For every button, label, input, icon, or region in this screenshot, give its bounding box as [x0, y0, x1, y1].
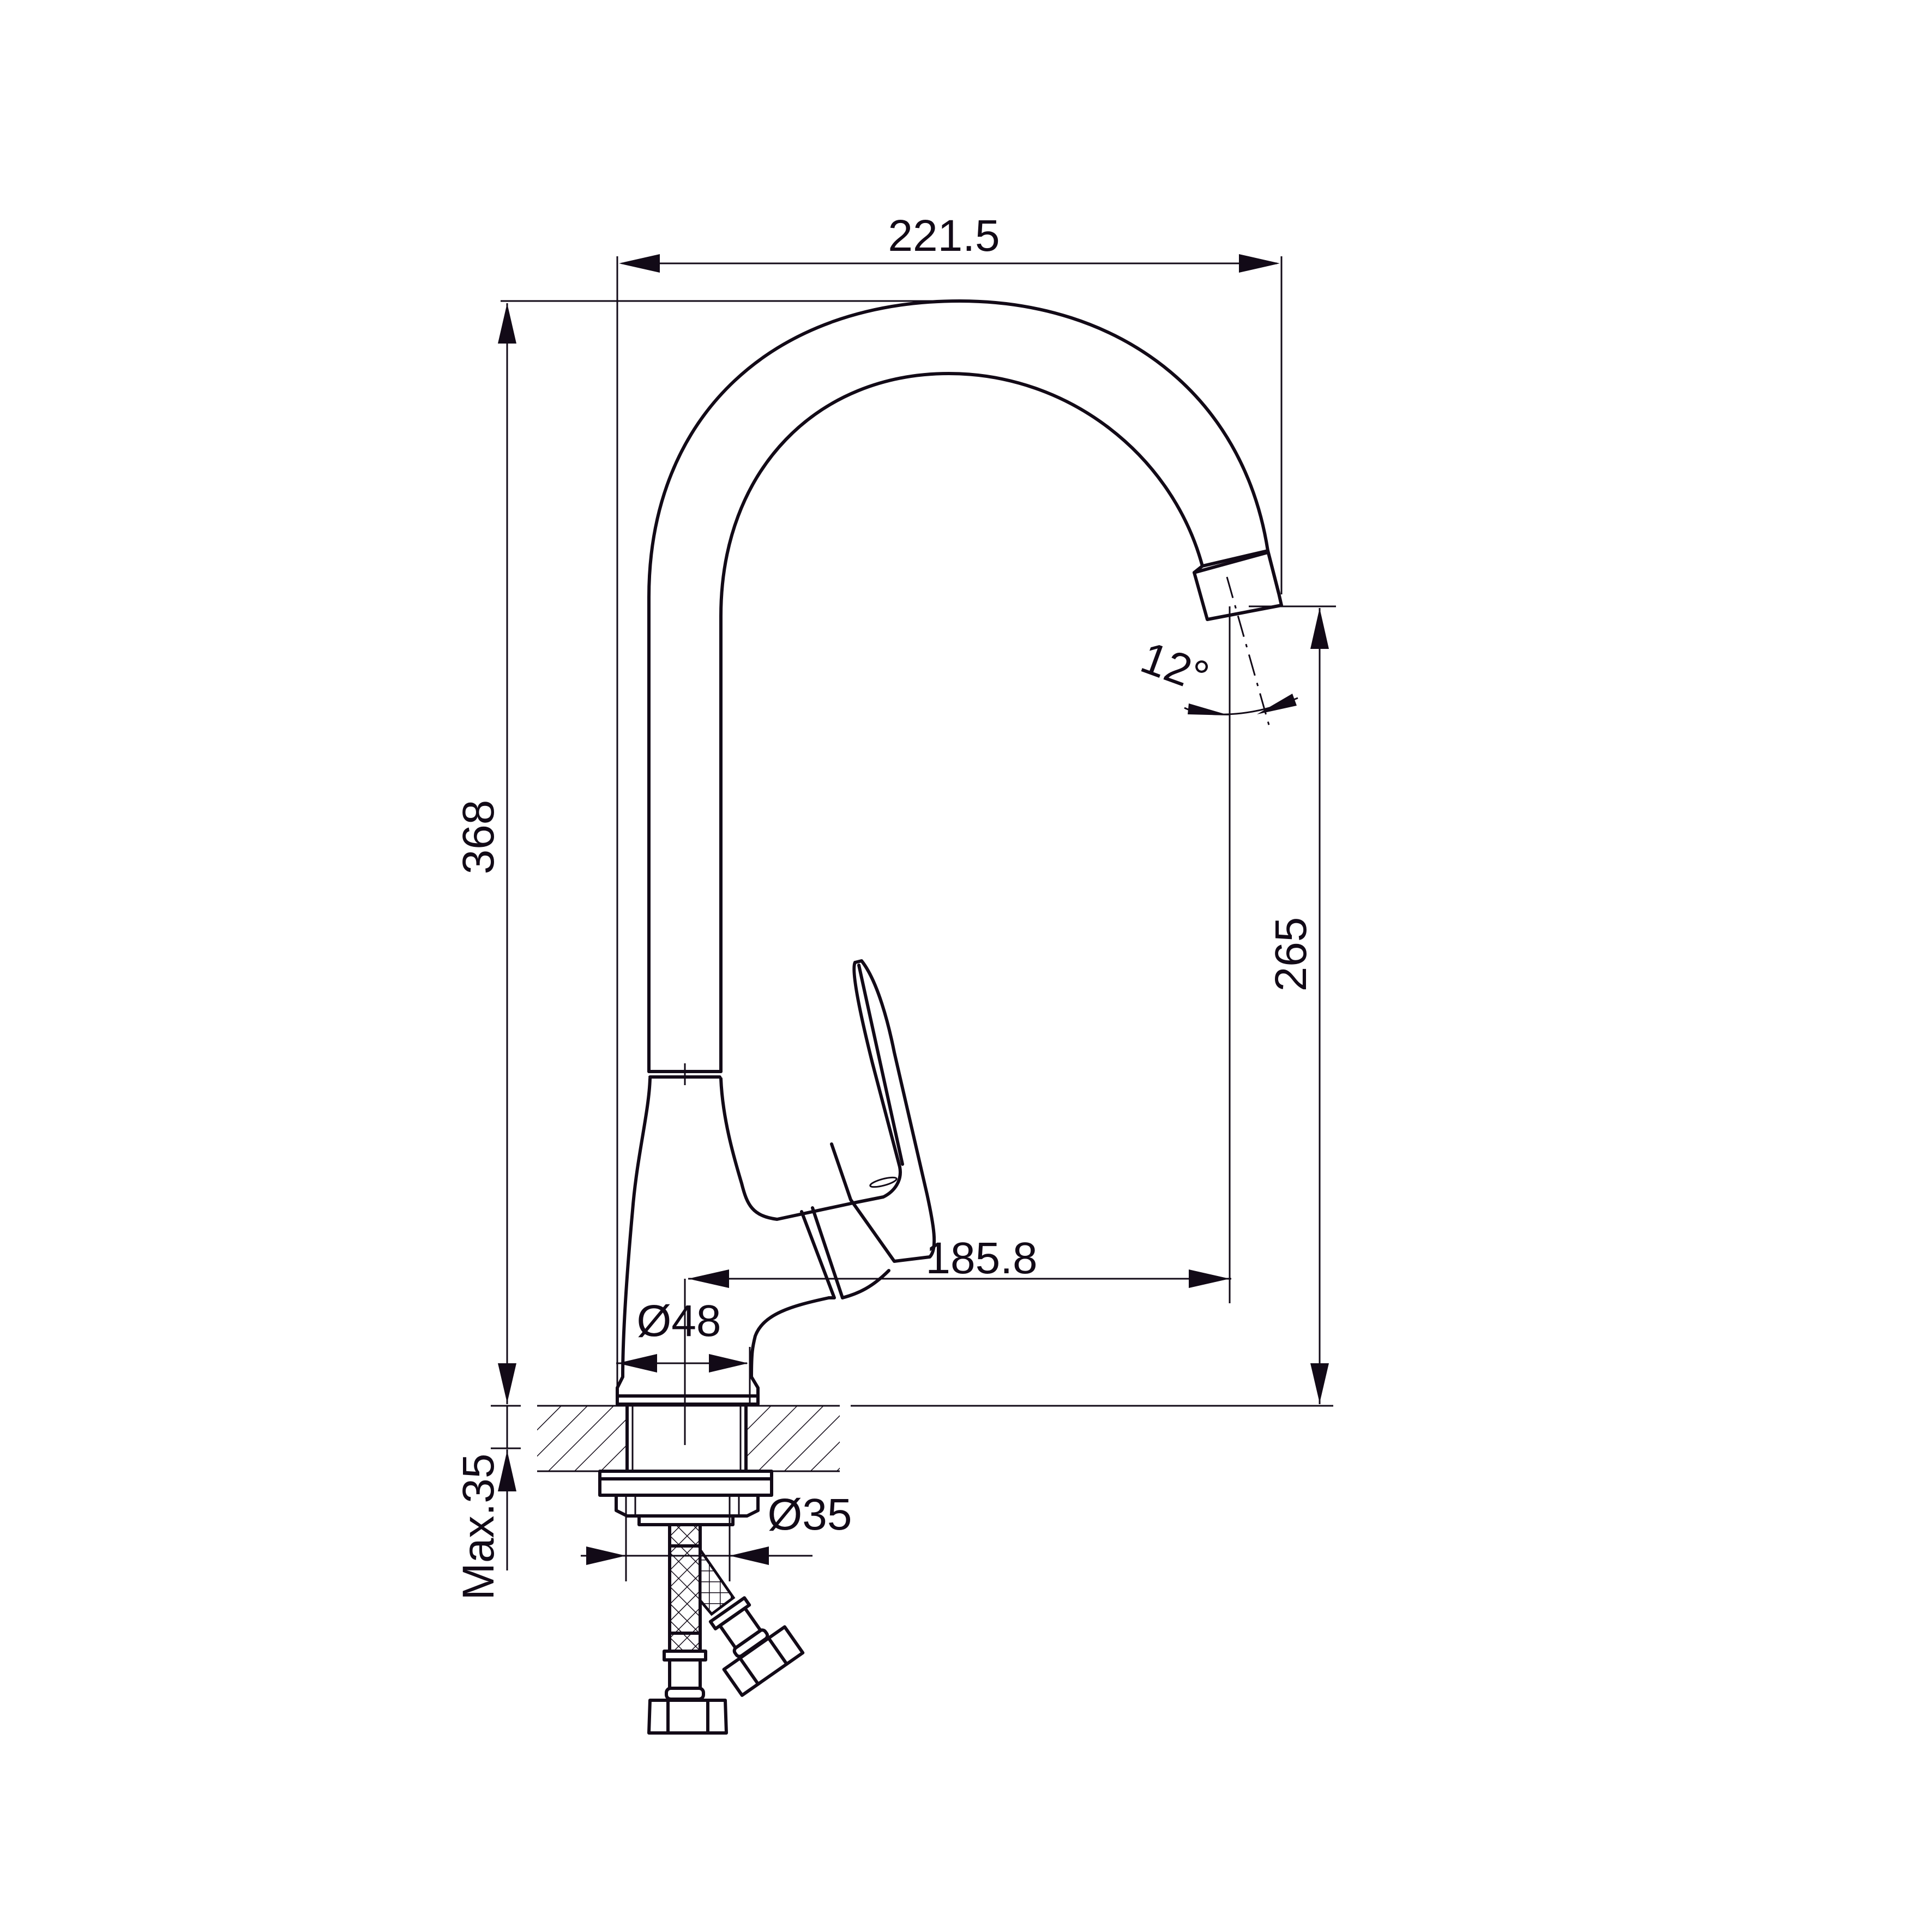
aerator-tip: [1193, 549, 1283, 731]
braided-hose-angled: [699, 1545, 805, 1697]
label-spout-angle: 12°: [1135, 633, 1215, 702]
label-spout-height: 265: [1266, 917, 1316, 992]
label-mounting-diameter: Ø35: [768, 1490, 852, 1539]
dimension-base-diameter: Ø48: [616, 1279, 751, 1445]
spout-centerline: [1226, 576, 1272, 731]
dimension-max-thickness: Max.35: [454, 1405, 521, 1600]
label-spout-reach: 185.8: [925, 1233, 1037, 1283]
faucet-body: [616, 1077, 855, 1406]
dimension-spout-reach: 185.8: [688, 1233, 1231, 1288]
label-overall-width: 221.5: [888, 211, 1000, 261]
single-lever-handle: [800, 959, 936, 1299]
label-overall-height: 368: [454, 800, 503, 875]
dimension-spout-height: 265: [1249, 605, 1336, 1404]
dimension-mounting-diameter: Ø35: [581, 1490, 852, 1581]
label-base-diameter: Ø48: [637, 1296, 721, 1346]
hatched-countertop-section: [537, 1405, 1333, 1472]
dimension-overall-width: 221.5: [616, 211, 1283, 1404]
dimension-overall-height: 368: [454, 300, 960, 1404]
label-max-thickness: Max.35: [454, 1454, 503, 1600]
mounting-nut-and-washer: [598, 1404, 773, 1526]
